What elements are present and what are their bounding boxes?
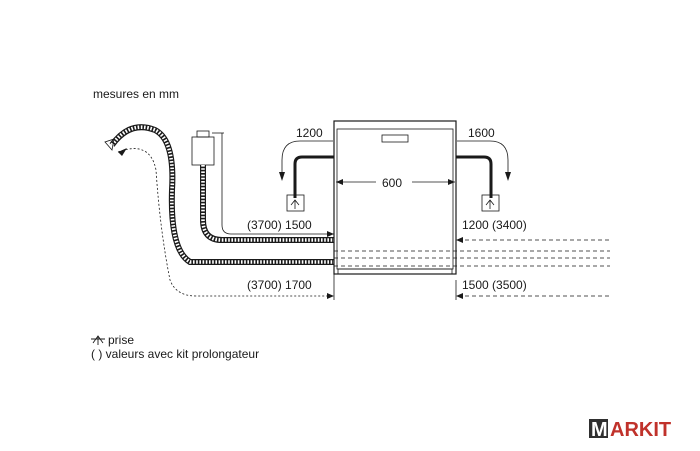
dim-left-top-label: 1200 [296,126,323,140]
left-power-cable [286,155,334,212]
dim-right-mid-label: 1200 (3400) [462,218,527,232]
drain-hose [104,124,334,265]
dim-inlet-line [221,133,334,235]
logo-box [589,419,608,438]
outlet-symbol-icon [91,335,105,345]
unit-note: mesures en mm [93,87,179,101]
inlet-hose [191,130,334,243]
dim-right-top-label: 1600 [468,126,495,140]
dim-right-bottom-label: 1500 (3500) [462,278,527,292]
dim-left-bottom-label: (3700) 1700 [247,278,312,292]
brand-logo: M ARKIT [589,419,671,441]
dim-left-mid-label: (3700) 1500 [247,218,312,232]
dim-drain-arc [117,148,334,297]
legend-brackets-label: ( ) valeurs avec kit prolongateur [91,347,259,361]
dim-arc-right [457,140,511,181]
logo-letter: M [591,419,608,441]
legend-outlet-label: prise [108,333,134,347]
right-power-cable [456,155,500,212]
logo-text: ARKIT [610,419,671,441]
dim-width-label: 600 [382,176,402,190]
dim-width [336,179,455,185]
floor-guides [334,239,610,297]
dishwasher-body [333,120,457,275]
legend: prise ( ) valeurs avec kit prolongateur [91,333,259,361]
dim-arc-left [279,140,333,181]
